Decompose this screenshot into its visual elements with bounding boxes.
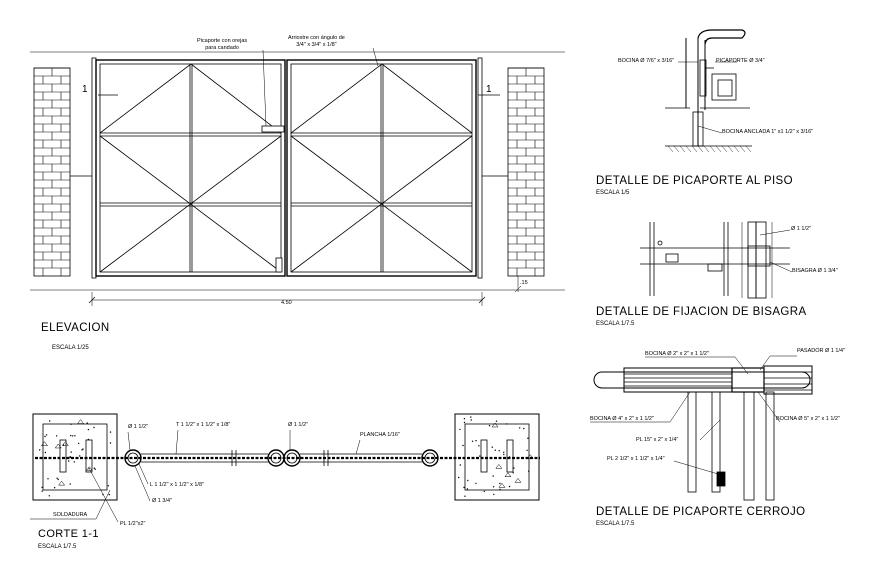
height-dimension: .15 bbox=[520, 280, 528, 286]
label-tee: T 1 1/2" x 1 1/2" x 1/8" bbox=[176, 422, 231, 428]
label-bushing: BOCINA Ø 7/6" x 3/16" bbox=[618, 58, 675, 64]
floor-latch-detail bbox=[665, 29, 752, 153]
section-1-1 bbox=[30, 413, 540, 523]
right-brick-pillar bbox=[507, 67, 545, 277]
latch-note: Picaporte con orejas para candado bbox=[197, 38, 248, 51]
label-bushing-right: BOCINA Ø 5" x 2" x 1 1/2" bbox=[776, 416, 840, 422]
cut-marker-left: 1 bbox=[82, 84, 88, 95]
elevation-scale: ESCALA 1/25 bbox=[52, 345, 89, 351]
label-weld: SOLDADURA bbox=[53, 512, 88, 518]
label-pl: PL 1/2"x2" bbox=[120, 521, 146, 527]
hinge-scale: ESCALA 1/7.5 bbox=[596, 321, 635, 327]
section-title: CORTE 1-1 bbox=[38, 528, 99, 540]
floor-latch-scale: ESCALA 1/5 bbox=[596, 190, 630, 196]
label-tube-left: Ø 1 1/2" bbox=[128, 424, 148, 430]
label-plate-15: PL 15" x 2" x 1/4" bbox=[636, 437, 679, 443]
section-scale: ESCALA 1/7.5 bbox=[38, 544, 77, 550]
label-anchored-bushing: BOCINA ANCLADA 1" x1 1/2" x 3/16" bbox=[722, 129, 814, 135]
bolt-latch-detail bbox=[590, 355, 813, 501]
label-hinge-diameter: Ø 1 1/2" bbox=[791, 226, 811, 232]
right-gate-leaf bbox=[286, 59, 477, 277]
cut-marker-right: 1 bbox=[486, 84, 492, 95]
floor-latch-title: DETALLE DE PICAPORTE AL PISO bbox=[596, 175, 793, 187]
bolt-latch-title: DETALLE DE PICAPORTE CERROJO bbox=[596, 506, 806, 518]
label-latch: PICAPORTE Ø 3/4" bbox=[716, 58, 765, 64]
elevation-title: ELEVACION bbox=[41, 322, 110, 334]
label-tube-mid: Ø 1 1/2" bbox=[288, 422, 308, 428]
hinge-title: DETALLE DE FIJACION DE BISAGRA bbox=[596, 306, 807, 318]
label-hinge: BISAGRA Ø 1 3/4" bbox=[792, 268, 838, 274]
left-gate-leaf bbox=[95, 59, 286, 277]
hinge-fixing-detail bbox=[640, 221, 793, 299]
label-bushing-left: BOCINA Ø 4" x 2" x 1 1/2" bbox=[590, 416, 654, 422]
label-plate: PLANCHA 1/16" bbox=[360, 432, 400, 438]
left-brick-pillar bbox=[33, 67, 71, 277]
label-bushing-top: BOCINA Ø 2" x 2" x 1 1/2" bbox=[645, 351, 709, 357]
label-rod: Ø 1 3/4" bbox=[152, 498, 172, 504]
label-angle: L 1 1/2" x 1 1/2" x 1/8" bbox=[150, 482, 204, 488]
gate-elevation bbox=[30, 47, 565, 306]
brace-note: Arriostre con ángulo de 3/4" x 3/4" x 1/… bbox=[288, 35, 345, 48]
width-dimension: 4.50 bbox=[281, 300, 292, 306]
label-pin: PASADOR Ø 1 1/4" bbox=[797, 348, 846, 354]
label-plate-2: PL 2 1/2" x 1 1/2" x 1/4" bbox=[607, 456, 665, 462]
bolt-latch-scale: ESCALA 1/7.5 bbox=[596, 521, 635, 527]
